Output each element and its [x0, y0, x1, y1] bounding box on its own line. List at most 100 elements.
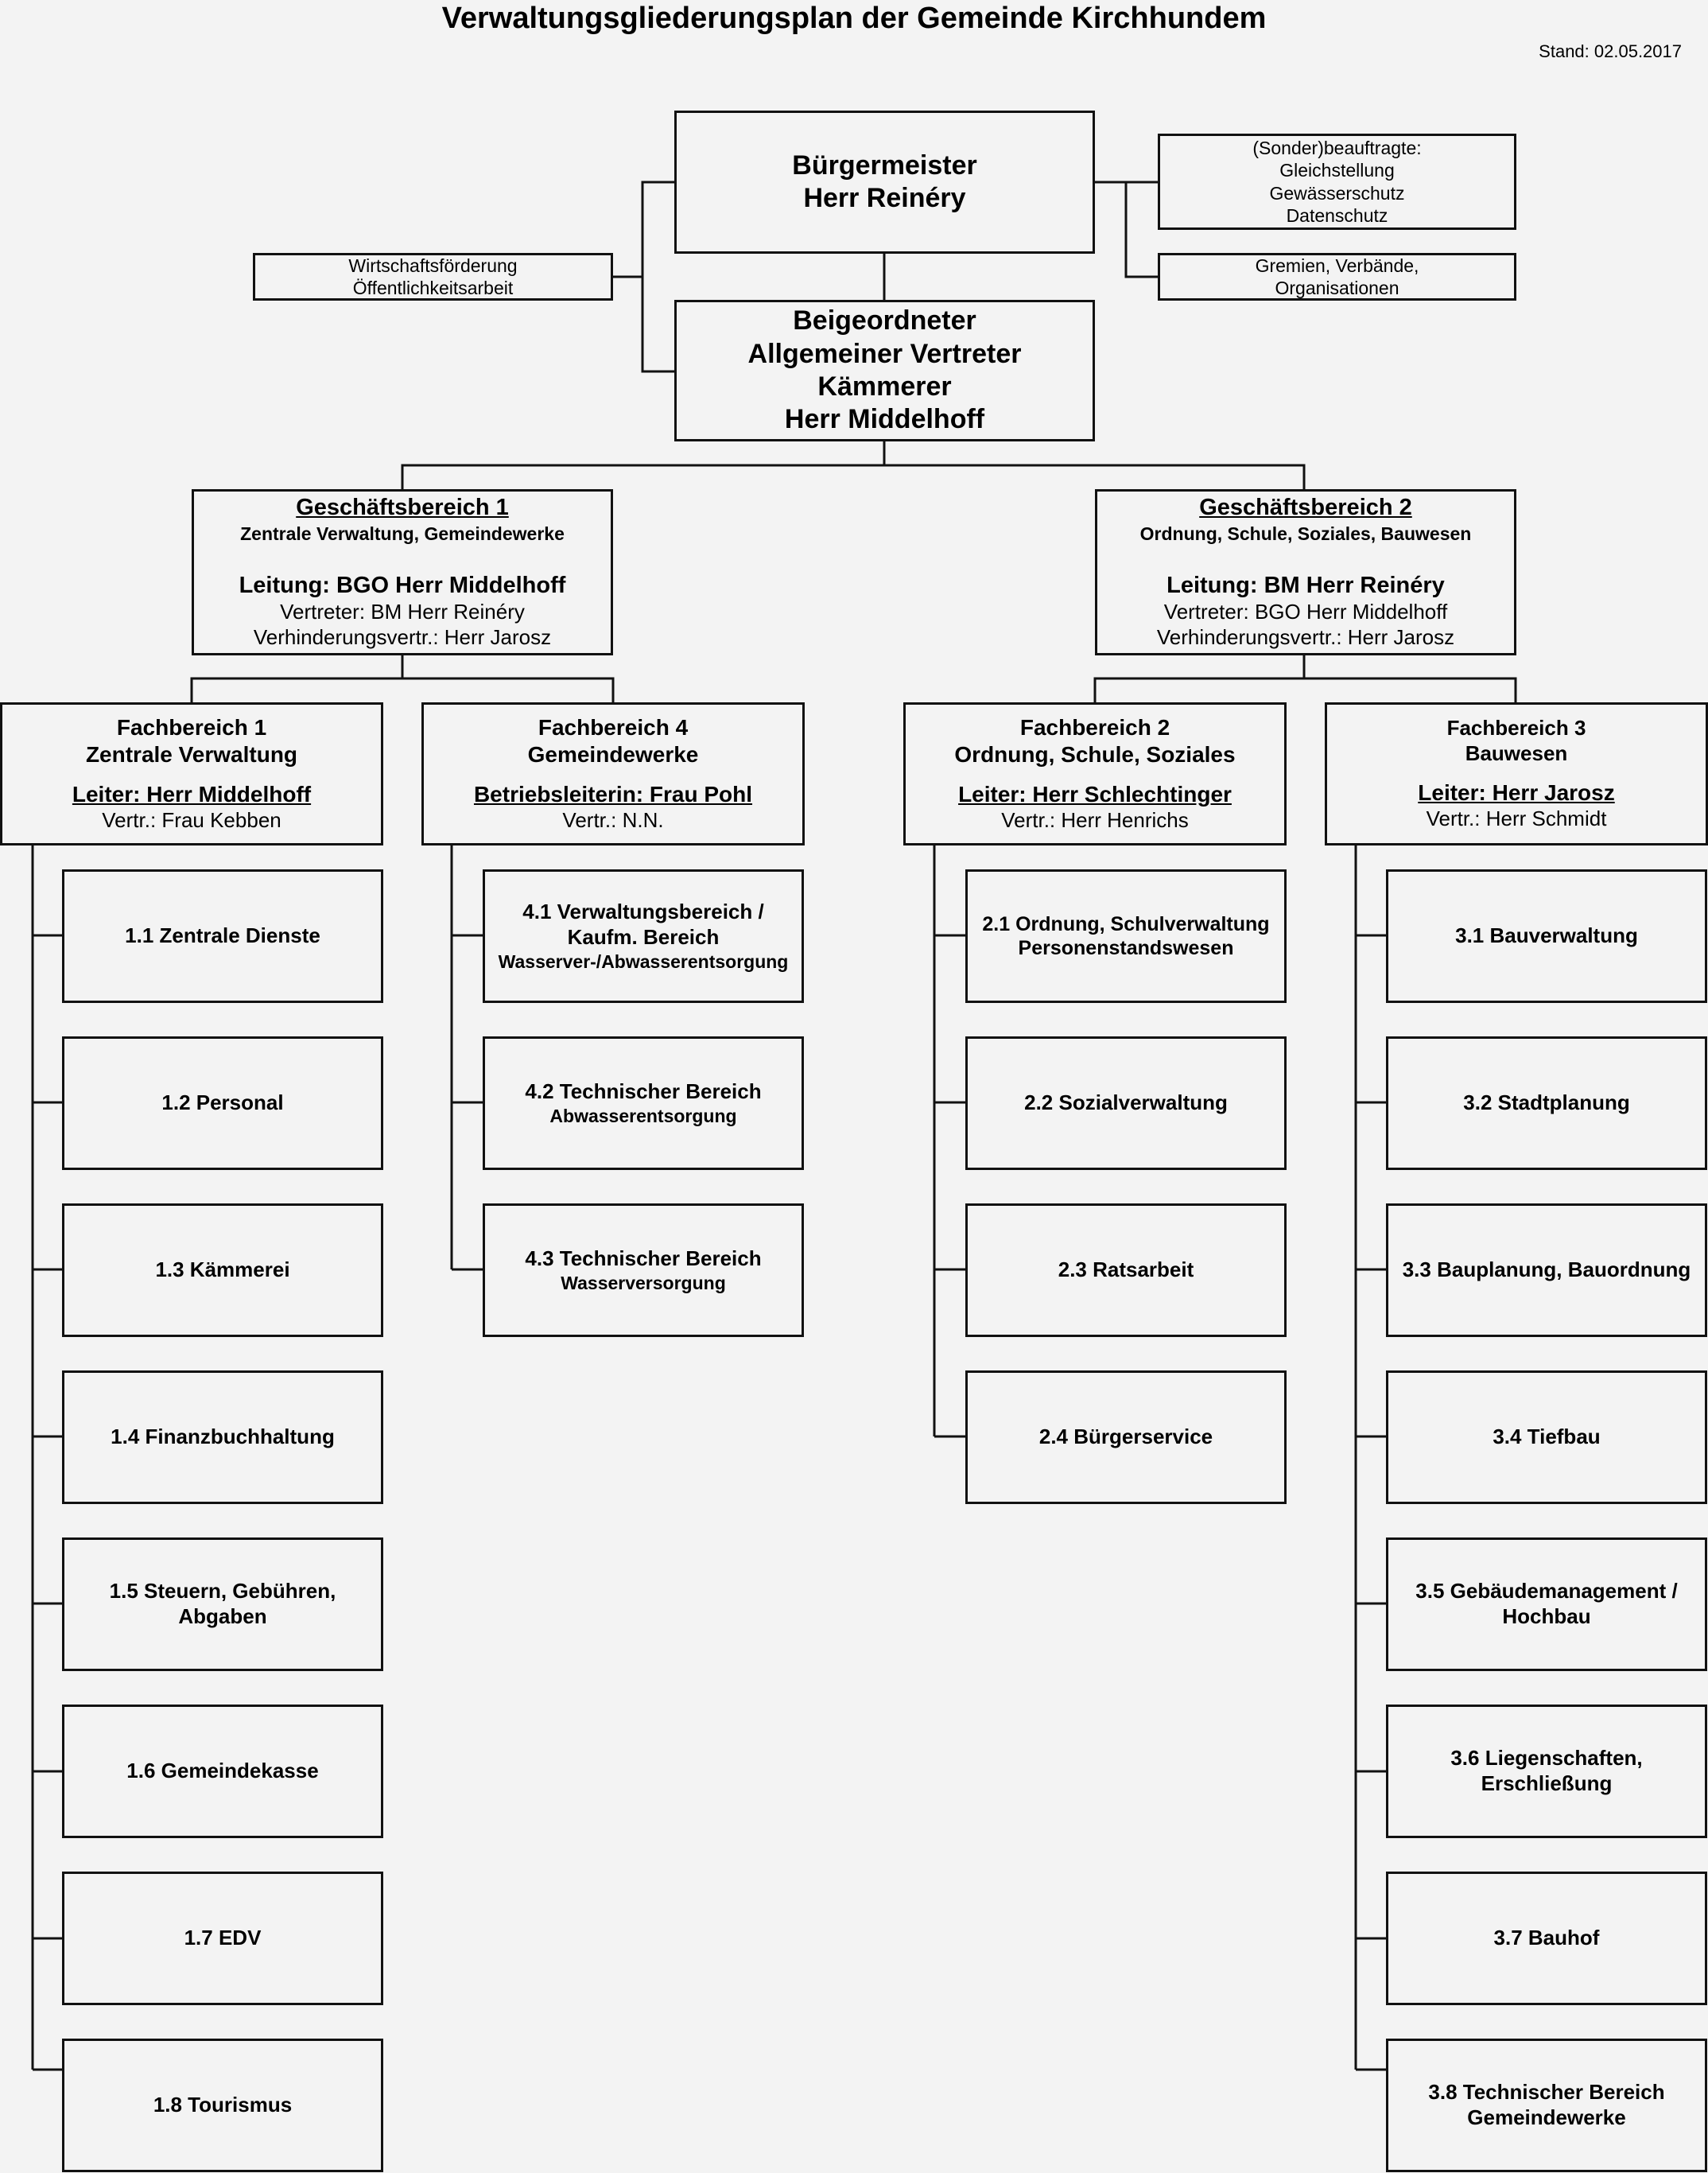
- fb4-vertr: Vertr.: N.N.: [562, 808, 664, 833]
- fb3-name: Fachbereich 3: [1446, 716, 1586, 741]
- gb2-vertreter: Vertreter: BGO Herr Middelhoff: [1163, 600, 1448, 624]
- unit-box-4-2: 4.2 Technischer Bereich Abwasserentsorgu…: [483, 1036, 804, 1170]
- unit-label: 1.4 Finanzbuchhaltung: [111, 1425, 335, 1449]
- unit-box-2-3: 2.3 Ratsarbeit: [965, 1203, 1287, 1337]
- unit-label: 1.6 Gemeindekasse: [126, 1759, 319, 1783]
- unit-label: Kaufm. Bereich: [567, 924, 720, 949]
- unit-box-1-6: 1.6 Gemeindekasse: [62, 1705, 383, 1838]
- fb2-leiter: Leiter: Herr Schlechtinger: [958, 782, 1232, 807]
- unit-label: Gemeindewerke: [1467, 2105, 1626, 2129]
- unit-box-1-2: 1.2 Personal: [62, 1036, 383, 1170]
- fb1-area: Zentrale Verwaltung: [85, 742, 298, 768]
- unit-label: 1.1 Zentrale Dienste: [125, 923, 320, 948]
- unit-label: 4.1 Verwaltungsbereich /: [522, 900, 764, 924]
- beigeordneter-line: Beigeordneter: [793, 305, 976, 336]
- fb2-vertr: Vertr.: Herr Henrichs: [1001, 808, 1189, 833]
- wirtschaft-box: Wirtschaftsförderung Öffentlichkeitsarbe…: [253, 253, 613, 301]
- sonder-line: Gleichstellung: [1279, 160, 1395, 181]
- unit-box-2-1: 2.1 Ordnung, Schulverwaltung Personensta…: [965, 869, 1287, 1003]
- gremien-line: Gremien, Verbände,: [1255, 255, 1419, 276]
- connector-gb: [401, 441, 1306, 489]
- unit-box-3-8: 3.8 Technischer Bereich Gemeindewerke: [1386, 2039, 1707, 2172]
- buergermeister-title: Bürgermeister: [792, 150, 977, 181]
- unit-label: 2.1 Ordnung, Schulverwaltung: [982, 912, 1270, 935]
- fb1-leiter: Leiter: Herr Middelhoff: [72, 782, 312, 807]
- fachbereich-3-box: Fachbereich 3 Bauwesen Leiter: Herr Jaro…: [1325, 702, 1708, 845]
- fachbereich-2-box: Fachbereich 2 Ordnung, Schule, Soziales …: [903, 702, 1287, 845]
- beigeordneter-line: Herr Middelhoff: [784, 404, 985, 435]
- unit-box-2-2: 2.2 Sozialverwaltung: [965, 1036, 1287, 1170]
- sonder-line: (Sonder)beauftragte:: [1252, 138, 1422, 159]
- unit-label: 4.2 Technischer Bereich: [525, 1079, 762, 1104]
- unit-label: 3.5 Gebäudemanagement /: [1415, 1579, 1678, 1604]
- fb3-vertr: Vertr.: Herr Schmidt: [1426, 806, 1607, 830]
- unit-box-4-1: 4.1 Verwaltungsbereich / Kaufm. Bereich …: [483, 869, 804, 1003]
- unit-label: 1.5 Steuern, Gebühren,: [109, 1579, 336, 1604]
- unit-label: 1.8 Tourismus: [153, 2093, 293, 2117]
- connector-right-staff: [1095, 181, 1158, 278]
- fb4-name: Fachbereich 4: [538, 714, 689, 740]
- buergermeister-name: Herr Reinéry: [803, 183, 966, 213]
- gb2-heading: Geschäftsbereich 2: [1199, 495, 1412, 521]
- unit-box-1-7: 1.7 EDV: [62, 1872, 383, 2005]
- unit-label: 1.7 EDV: [184, 1926, 262, 1950]
- wirtschaft-line: Öffentlichkeitsarbeit: [352, 278, 514, 298]
- unit-box-3-2: 3.2 Stadtplanung: [1386, 1036, 1707, 1170]
- unit-label: 1.3 Kämmerei: [155, 1258, 290, 1282]
- unit-label: 2.3 Ratsarbeit: [1058, 1258, 1194, 1282]
- unit-box-2-4: 2.4 Bürgerservice: [965, 1370, 1287, 1504]
- unit-label: 3.4 Tiefbau: [1493, 1425, 1601, 1449]
- unit-label: Abgaben: [178, 1604, 267, 1628]
- connector-gb1-fb: [190, 655, 615, 702]
- fachbereich-4-box: Fachbereich 4 Gemeindewerke Betriebsleit…: [421, 702, 805, 845]
- unit-label: Erschließung: [1481, 1771, 1613, 1795]
- unit-label: 2.2 Sozialverwaltung: [1024, 1090, 1228, 1115]
- wirtschaft-line: Wirtschaftsförderung: [348, 255, 518, 276]
- fb2-area: Ordnung, Schule, Soziales: [954, 742, 1236, 768]
- unit-label: 3.2 Stadtplanung: [1463, 1090, 1630, 1115]
- gb2-leitung: Leitung: BM Herr Reinéry: [1166, 572, 1445, 598]
- unit-box-3-6: 3.6 Liegenschaften, Erschließung: [1386, 1705, 1707, 1838]
- connector-fb4-units: [450, 845, 483, 1271]
- gb1-heading: Geschäftsbereich 1: [296, 495, 509, 521]
- unit-box-3-7: 3.7 Bauhof: [1386, 1872, 1707, 2005]
- unit-box-3-5: 3.5 Gebäudemanagement / Hochbau: [1386, 1537, 1707, 1671]
- fb3-leiter: Leiter: Herr Jarosz: [1418, 779, 1615, 805]
- unit-box-3-3: 3.3 Bauplanung, Bauordnung: [1386, 1203, 1707, 1337]
- unit-label: 3.8 Technischer Bereich: [1428, 2080, 1665, 2105]
- unit-label: Wasserver-/Abwasserentsorgung: [498, 950, 789, 972]
- unit-label: 1.2 Personal: [161, 1090, 284, 1115]
- stand-date: Stand: 02.05.2017: [1539, 41, 1682, 61]
- gb1-verhinderung: Verhinderungsvertr.: Herr Jarosz: [253, 624, 552, 649]
- gremien-line: Organisationen: [1275, 278, 1399, 298]
- unit-label: 4.3 Technischer Bereich: [525, 1246, 762, 1271]
- unit-label: 3.3 Bauplanung, Bauordnung: [1402, 1258, 1691, 1282]
- unit-label: Wasserversorgung: [561, 1272, 726, 1293]
- unit-box-3-4: 3.4 Tiefbau: [1386, 1370, 1707, 1504]
- unit-box-1-3: 1.3 Kämmerei: [62, 1203, 383, 1337]
- fb4-area: Gemeindewerke: [527, 742, 699, 768]
- unit-label: Abwasserentsorgung: [549, 1105, 737, 1126]
- page-title: Verwaltungsgliederungsplan der Gemeinde …: [441, 2, 1267, 35]
- fb1-name: Fachbereich 1: [116, 714, 267, 740]
- connector-fb3-units: [1354, 845, 1386, 2071]
- sonder-line: Datenschutz: [1286, 204, 1388, 226]
- gb1-vertreter: Vertreter: BM Herr Reinéry: [280, 600, 525, 624]
- gb1-subtitle: Zentrale Verwaltung, Gemeindewerke: [240, 523, 565, 544]
- beigeordneter-box: Beigeordneter Allgemeiner Vertreter Kämm…: [674, 300, 1095, 441]
- connector-left-staff: [613, 181, 674, 373]
- unit-label: 2.4 Bürgerservice: [1038, 1425, 1213, 1449]
- sonder-line: Gewässerschutz: [1269, 182, 1405, 204]
- fachbereich-1-box: Fachbereich 1 Zentrale Verwaltung Leiter…: [0, 702, 383, 845]
- fb4-leiter: Betriebsleiterin: Frau Pohl: [473, 782, 753, 807]
- unit-label: 3.1 Bauverwaltung: [1455, 923, 1638, 948]
- unit-box-4-3: 4.3 Technischer Bereich Wasserversorgung: [483, 1203, 804, 1337]
- gb2-verhinderung: Verhinderungsvertr.: Herr Jarosz: [1156, 624, 1455, 649]
- unit-box-1-1: 1.1 Zentrale Dienste: [62, 869, 383, 1003]
- unit-label: 3.7 Bauhof: [1493, 1926, 1600, 1950]
- connector-fb2-units: [933, 845, 965, 1438]
- connector-fb1-units: [31, 845, 62, 2071]
- unit-box-1-5: 1.5 Steuern, Gebühren, Abgaben: [62, 1537, 383, 1671]
